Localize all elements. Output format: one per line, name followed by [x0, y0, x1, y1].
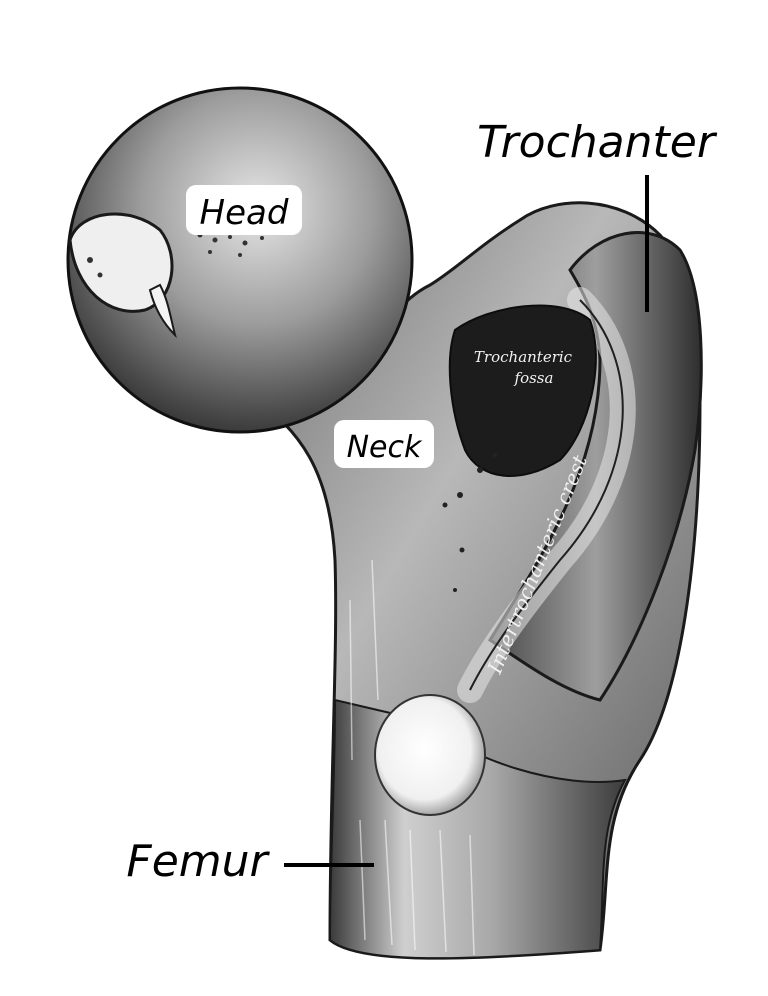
head-sphere — [66, 86, 414, 434]
fovea-notch — [148, 283, 177, 339]
trochanteric-fossa — [448, 304, 597, 477]
femoral-head — [66, 86, 414, 434]
shaft-striations — [349, 559, 475, 956]
lesser-trochanter — [374, 694, 486, 816]
label-trochanteric-fossa-line1: Trochanteric — [474, 348, 573, 366]
label-head: Head — [200, 193, 289, 233]
label-neck: Neck — [347, 430, 423, 465]
head-texture-dots — [87, 232, 264, 278]
label-femur: Femur — [126, 836, 270, 887]
label-trochanteric-fossa-line2: fossa — [514, 369, 554, 387]
head-label-bg — [186, 185, 302, 235]
bone-texture-dots — [442, 452, 498, 592]
neck-label-bg — [334, 420, 434, 468]
label-trochanter: Trochanter — [477, 117, 718, 168]
head-fovea — [68, 212, 174, 313]
crest-edge — [469, 299, 624, 691]
femur-bone — [245, 201, 703, 960]
